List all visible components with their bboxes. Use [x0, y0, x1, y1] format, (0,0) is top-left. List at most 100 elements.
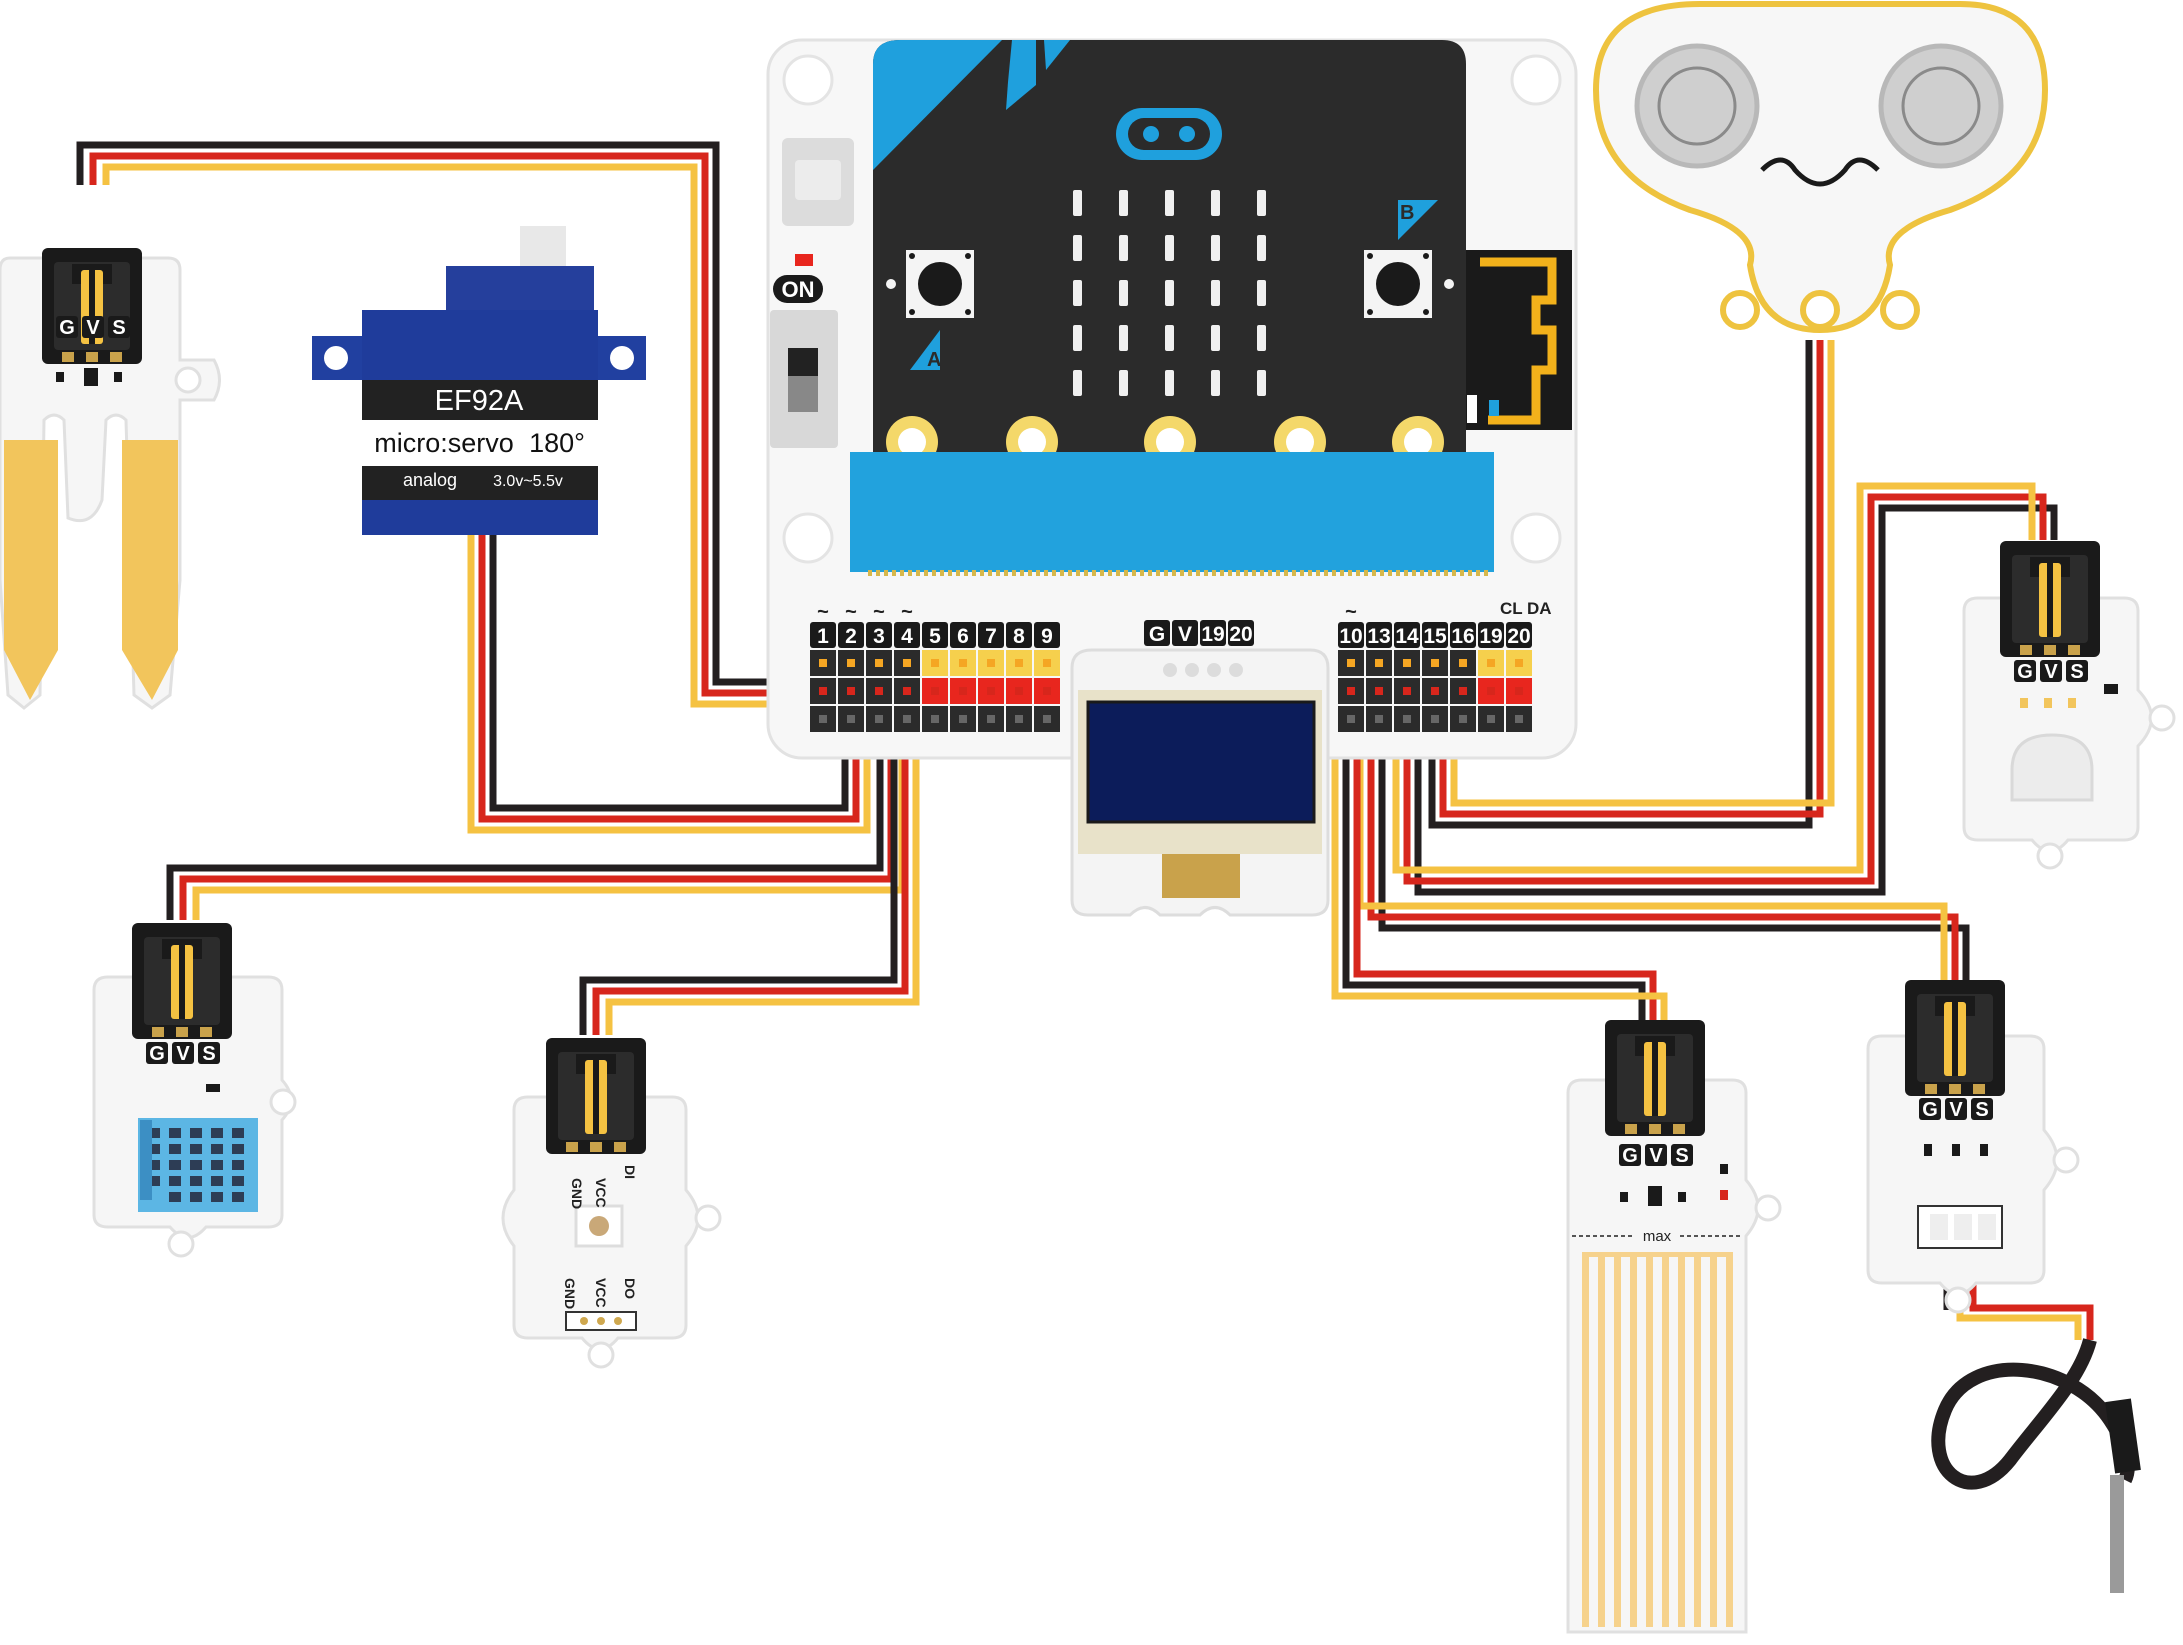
led-vcc-out-label: VCC: [593, 1278, 609, 1308]
pin-label-box: [866, 622, 892, 648]
pin-hole: [819, 715, 827, 723]
pin-hole: [1403, 715, 1411, 723]
pin-label-box: [1394, 622, 1420, 648]
top-pin-19-label: 19: [1201, 623, 1224, 646]
on-label-pill: [773, 275, 823, 303]
edge-finger: [932, 570, 936, 576]
wire-led-module: [579, 735, 920, 1035]
edge-finger: [1412, 570, 1416, 576]
led-pixel: [1211, 370, 1220, 396]
soil-moisture-sensor: [0, 256, 221, 710]
gvs-V-label: V: [86, 317, 100, 339]
edge-finger: [1068, 570, 1072, 576]
connector-pin: [1649, 1124, 1661, 1134]
edge-finger: [1180, 570, 1184, 576]
connector-pin: [1925, 1084, 1937, 1094]
mount-hole: [1510, 54, 1562, 106]
power-led: [795, 254, 813, 266]
gvs-label-box: [2066, 660, 2088, 682]
pin-hole: [1043, 659, 1051, 667]
edge-finger: [1428, 570, 1432, 576]
led-pixel: [1165, 190, 1174, 216]
led-pixel: [1165, 370, 1174, 396]
led-gnd-out-label: GND: [562, 1278, 578, 1309]
edge-pad-hole: [1018, 428, 1046, 456]
pin-hole: [847, 659, 855, 667]
edge-finger: [1468, 570, 1472, 576]
dht-vent: [232, 1128, 244, 1138]
edge-finger: [1252, 570, 1256, 576]
pin-hole: [875, 687, 883, 695]
edge-finger: [1124, 570, 1128, 576]
button-a[interactable]: [906, 250, 974, 318]
led-pixel: [1257, 280, 1266, 306]
pin-15-label: 15: [1423, 625, 1447, 648]
pin-hole: [819, 659, 827, 667]
gvs-label-box: [1919, 1098, 1941, 1120]
pin-19-label: 19: [1479, 625, 1502, 648]
expansion-board: ON A: [766, 38, 1578, 760]
edge-pad-hole: [898, 428, 926, 456]
microbit-board: A B: [850, 40, 1572, 576]
connector-pin: [62, 352, 74, 362]
edge-finger: [1244, 570, 1248, 576]
pin-hole: [875, 659, 883, 667]
pin-hole: [1459, 715, 1467, 723]
led-pixel: [1119, 325, 1128, 351]
edge-finger: [1132, 570, 1136, 576]
edge-finger: [1204, 570, 1208, 576]
pin-hole: [1459, 659, 1467, 667]
edge-finger: [1404, 570, 1408, 576]
gvs-label-box: [1671, 1144, 1693, 1166]
pin-hole: [819, 687, 827, 695]
led-pixel: [1165, 325, 1174, 351]
pin-hole: [1431, 715, 1439, 723]
edge-finger: [956, 570, 960, 576]
gvs-V-label: V: [1649, 1145, 1663, 1167]
pwm-mark: ~: [873, 601, 885, 623]
edge-finger: [1308, 570, 1312, 576]
edge-finger: [1396, 570, 1400, 576]
dht-vent: [190, 1176, 202, 1186]
water-trace: [1726, 1252, 1733, 1627]
gvs-label-box: [172, 1042, 194, 1064]
pin-label-box: [1478, 622, 1504, 648]
pin-8-label: 8: [1013, 625, 1025, 648]
button-b-marker: [1398, 200, 1438, 240]
gvs-label-box: [198, 1042, 220, 1064]
gvs-G-label: G: [59, 317, 75, 339]
pin-hole: [1487, 659, 1495, 667]
button-b-label: B: [1400, 202, 1414, 224]
gvs-S-label: S: [112, 317, 125, 339]
water-max-label: max: [1643, 1228, 1672, 1245]
connector-key-slot: [179, 945, 185, 1019]
edge-finger: [1276, 570, 1280, 576]
top-pin-box: [1172, 620, 1198, 646]
edge-finger: [972, 570, 976, 576]
wires: [76, 141, 2135, 1490]
dht-vent: [148, 1128, 160, 1138]
edge-finger: [908, 570, 912, 576]
i2c-clock-label: CL: [1500, 599, 1523, 618]
edge-finger: [916, 570, 920, 576]
power-switch[interactable]: [770, 310, 838, 448]
pin-hole: [1431, 687, 1439, 695]
dht-vent: [169, 1176, 181, 1186]
led-pixel: [1073, 370, 1082, 396]
pin-hole: [1015, 715, 1023, 723]
oled-display-module: [1070, 648, 1330, 917]
led-di-label: DI: [622, 1165, 638, 1179]
pin-hole: [959, 715, 967, 723]
edge-pad-hole: [1286, 428, 1314, 456]
led-pixel: [1257, 190, 1266, 216]
pin-5-label: 5: [929, 625, 941, 648]
pin-hole: [1043, 715, 1051, 723]
connector-pin: [1625, 1124, 1637, 1134]
edge-finger: [1452, 570, 1456, 576]
button-b[interactable]: [1364, 250, 1432, 318]
servo-type: analog: [403, 470, 457, 490]
pin-hole: [1515, 687, 1523, 695]
edge-finger: [1212, 570, 1216, 576]
